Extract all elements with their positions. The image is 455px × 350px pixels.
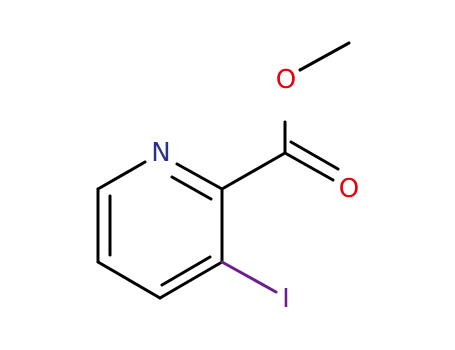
atom-carbonyl-oxygen: O — [339, 174, 359, 204]
atom-iodine: I — [282, 284, 290, 314]
bond-c3-c4 — [158, 260, 224, 300]
atom-ether-oxygen: O — [276, 65, 296, 95]
bond-c4-c5 — [96, 260, 162, 300]
bond-c2-ccarbonyl — [220, 151, 287, 191]
atom-nitrogen: N — [151, 138, 170, 168]
bond-c3-iodine — [220, 260, 278, 294]
bond-n-c2-inner — [170, 175, 213, 201]
bond-ccarbonyl-ocarbonyl — [283, 151, 335, 182]
bond-oether-methyl — [298, 41, 351, 72]
pyridine-ring — [96, 160, 224, 300]
bond-n-c2 — [175, 162, 224, 191]
ester-group — [220, 41, 351, 191]
bond-ccarbonyl-ocarbonyl-second — [289, 140, 340, 171]
bond-c3-c4-inner — [160, 255, 212, 287]
bond-c6-n — [96, 160, 147, 191]
